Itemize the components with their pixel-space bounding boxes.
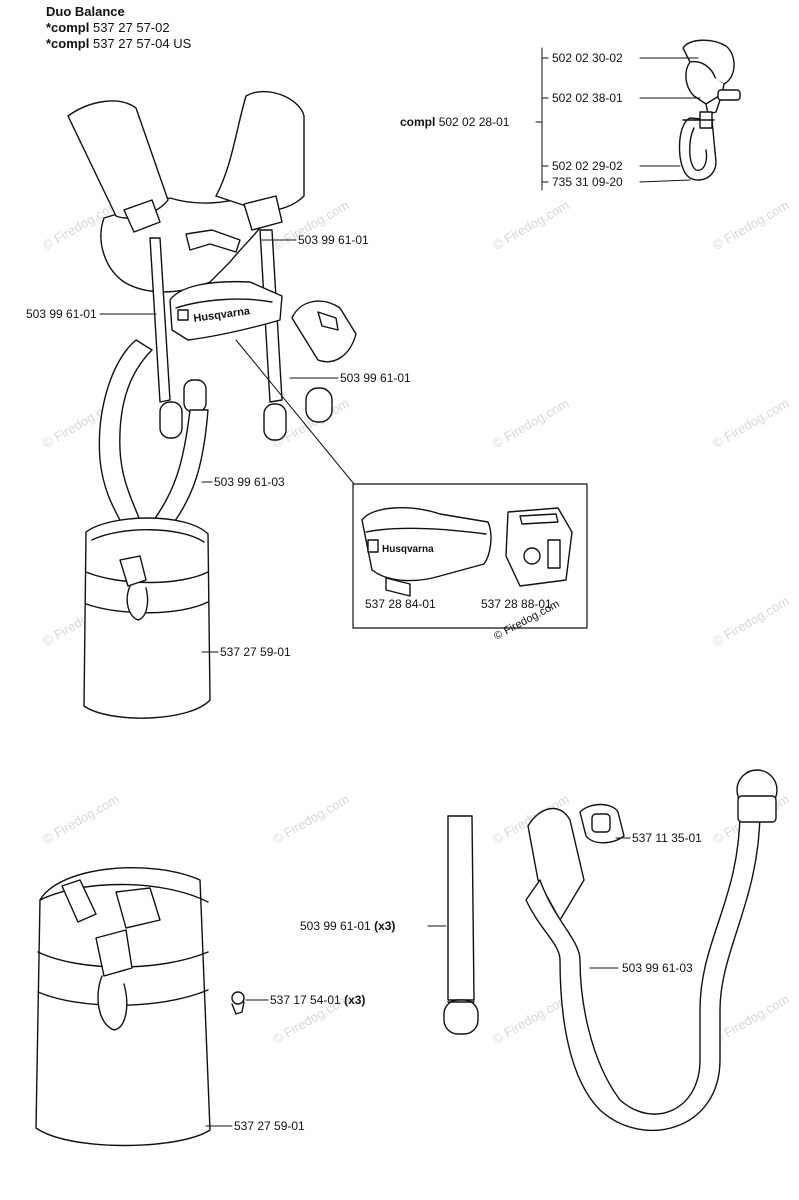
bottom-pad-label: 537 27 59-01 [234,1119,305,1133]
pad-label: 537 27 59-01 [220,645,291,659]
diagram-header: Duo Balance *compl 537 27 57-02 *compl 5… [46,4,191,52]
inset-part-b-label: 537 28 88-01 [481,597,552,611]
strap-lower-label: 503 99 61-01 [340,371,411,385]
strap-long-label: 503 99 61-03 [214,475,285,489]
short-strap-label: 503 99 61-01 (x3) [300,919,396,933]
compl-line-2: *compl 537 27 57-04 US [46,36,192,51]
screw-label: 537 17 54-01 (x3) [270,993,366,1007]
long-strap-illustration [525,769,778,1132]
strap-right-label: 503 99 61-01 [298,233,369,247]
hook-part-label: 735 31 09-20 [552,175,623,189]
inset-box: Husqvarna [352,483,588,629]
long-strap-label: 503 99 61-03 [622,961,693,975]
compl-line-1: *compl 537 27 57-02 [46,20,170,35]
diagram-title: Duo Balance [46,4,125,19]
inset-part-a-label: 537 28 84-01 [365,597,436,611]
hook-callout-lines [535,47,701,191]
bottom-pad-illustration [35,867,233,1147]
hook-compl-label: compl 502 02 28-01 [400,115,510,129]
screw-illustration [231,991,269,1015]
harness-illustration: Husqvarna [67,90,357,719]
strap-left-label: 503 99 61-01 [26,307,97,321]
hook-part-label: 502 02 38-01 [552,91,623,105]
hook-assembly-illustration [678,39,741,181]
harness-callout-lines [99,239,339,653]
buckle-label: 537 11 35-01 [632,831,702,845]
hook-part-label: 502 02 30-02 [552,51,623,65]
inset-logo-text: Husqvarna [382,544,434,555]
hook-part-label: 502 02 29-02 [552,159,623,173]
buckle-illustration [579,803,631,844]
short-strap-illustration [427,815,479,1035]
